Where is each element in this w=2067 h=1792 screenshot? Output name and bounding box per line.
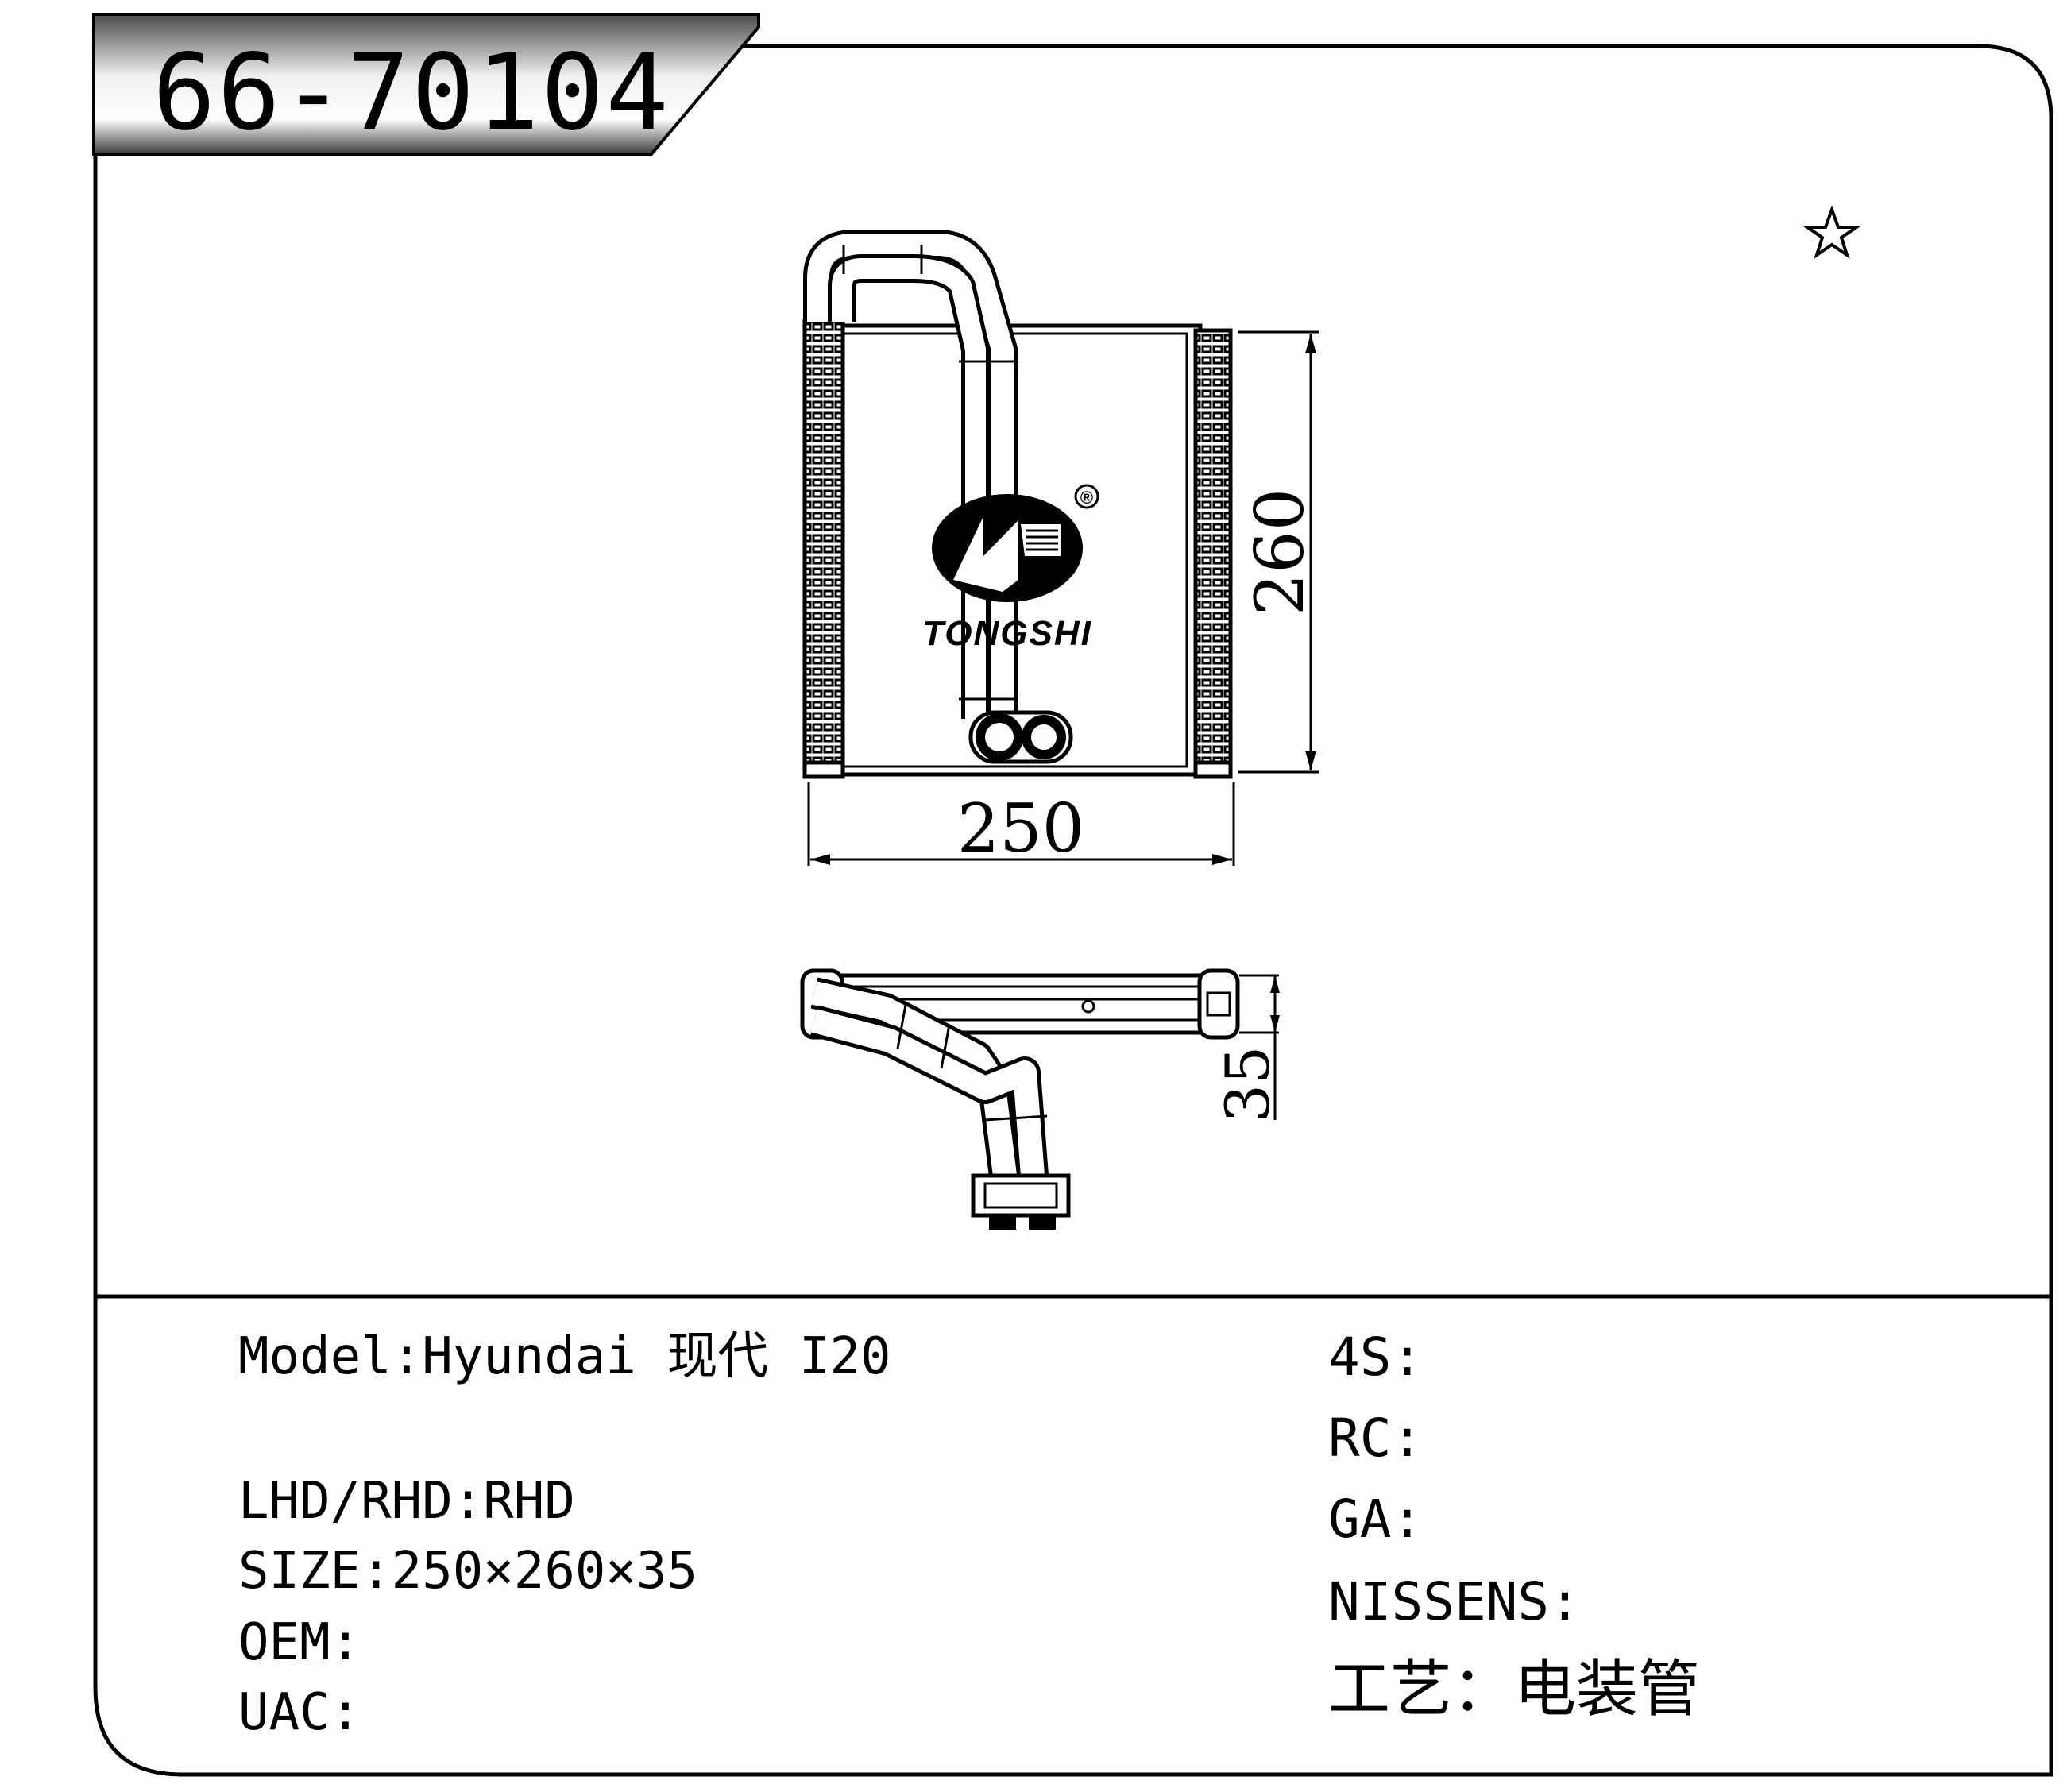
svg-text:260: 260 [1241,489,1319,616]
svg-text:35: 35 [1212,1046,1283,1123]
evaporator-front-view: ® TONGSHI [802,230,1233,779]
star-icon [1802,205,1862,259]
svg-text:250: 250 [957,790,1084,867]
dimension-depth: 35 [1212,974,1283,1123]
oem-label: OEM: [238,1613,361,1672]
svg-text:®: ® [1080,488,1093,508]
lhd-rhd-label: LHD/RHD:RHD [238,1472,575,1531]
tongshi-logo: ® TONGSHI [922,484,1099,653]
ref-rc-label: RC: [1328,1408,1424,1469]
ref-4s-label: 4S: [1328,1327,1424,1388]
dimension-width: 250 [807,782,1235,867]
process-label: 工艺：电装管 [1328,1654,1701,1725]
ref-ga-label: GA: [1328,1489,1424,1550]
svg-text:TONGSHI: TONGSHI [922,614,1092,653]
evaporator-top-view [800,968,1240,1230]
part-number-tab [92,13,760,156]
frame-border [93,44,2053,1777]
size-label: SIZE:250×260×35 [238,1542,697,1601]
uac-label: UAC: [238,1683,361,1742]
model-label: Model:Hyundai 现代 I20 [238,1327,891,1386]
ref-nissens-label: NISSENS: [1328,1571,1581,1632]
dimension-height: 260 [1238,330,1319,774]
part-number: 66-70104 [153,32,670,154]
